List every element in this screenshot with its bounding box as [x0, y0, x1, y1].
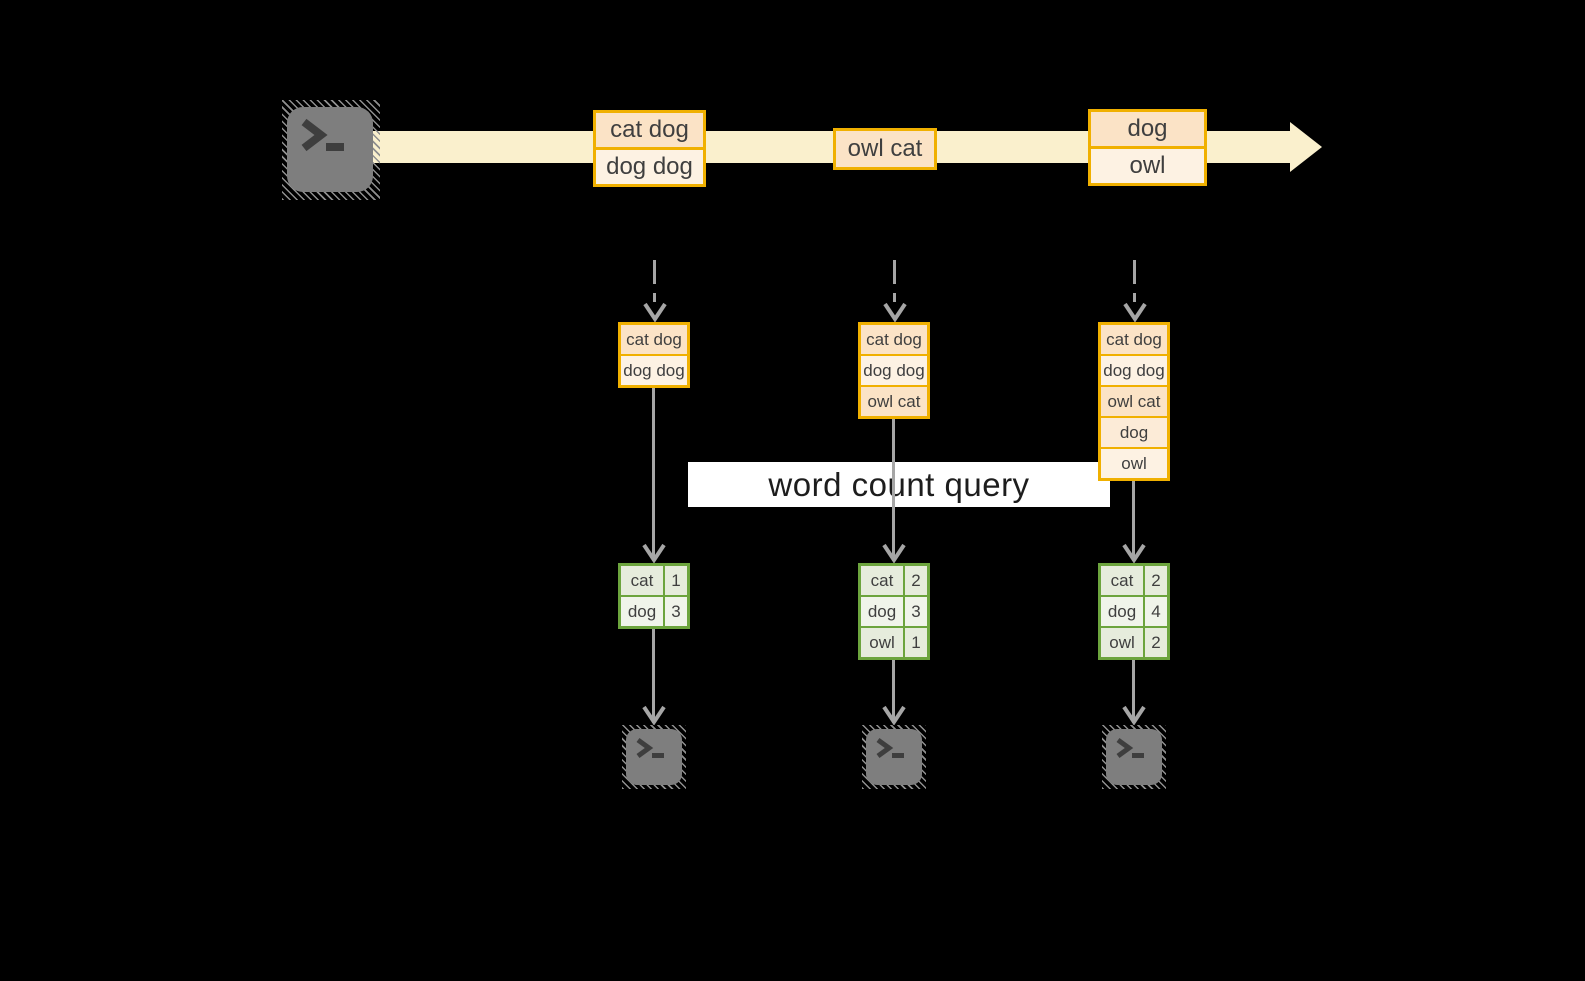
flow-arrow — [652, 629, 655, 723]
buffer-row: owl cat — [1101, 387, 1167, 416]
flow-arrow — [652, 388, 655, 561]
output-terminal-icon — [1102, 725, 1166, 789]
count-table: cat 2 dog 4 owl 2 — [1098, 563, 1170, 660]
ingest-arrow-head-icon — [643, 302, 667, 322]
stream-message: dog owl — [1088, 109, 1207, 186]
buffer-row: cat dog — [621, 325, 687, 354]
count-word-cell: cat — [1101, 566, 1143, 595]
count-table: cat 1 dog 3 — [618, 563, 690, 629]
flow-arrow — [1132, 481, 1135, 561]
count-word-cell: owl — [861, 628, 903, 657]
buffer-row: cat dog — [1101, 325, 1167, 354]
count-value-cell: 3 — [905, 597, 927, 626]
buffer-row: dog dog — [861, 356, 927, 385]
stream-message-row: owl — [1091, 149, 1204, 183]
terminal-prompt-icon — [636, 737, 664, 759]
query-label-text: word count query — [768, 465, 1030, 503]
flow-arrow-head-icon — [882, 543, 906, 563]
terminal-prompt-icon — [301, 118, 344, 152]
stream-message-row: cat dog — [596, 113, 703, 147]
buffer-row: dog — [1101, 418, 1167, 447]
terminal-prompt-icon — [876, 737, 904, 759]
count-word-cell: dog — [1101, 597, 1143, 626]
count-word-cell: dog — [861, 597, 903, 626]
stream-message: cat dog dog dog — [593, 110, 706, 187]
stream-message-row: dog — [1091, 112, 1204, 146]
terminal-window — [287, 107, 373, 192]
flow-arrow-head-icon — [1122, 705, 1146, 725]
count-value-cell: 2 — [905, 566, 927, 595]
buffer-row: dog dog — [1101, 356, 1167, 385]
output-terminal-icon — [622, 725, 686, 789]
flow-arrow — [892, 660, 895, 723]
count-word-cell: owl — [1101, 628, 1143, 657]
count-value-cell: 3 — [665, 597, 687, 626]
flow-arrow — [892, 419, 895, 561]
ingest-arrow — [893, 260, 896, 302]
count-value-cell: 1 — [665, 566, 687, 595]
flow-arrow-head-icon — [882, 705, 906, 725]
count-value-cell: 4 — [1145, 597, 1167, 626]
ingest-arrow-head-icon — [883, 302, 907, 322]
count-word-cell: cat — [861, 566, 903, 595]
buffer-row: owl cat — [861, 387, 927, 416]
ingest-arrow — [653, 260, 656, 302]
count-value-cell: 2 — [1145, 566, 1167, 595]
query-label: word count query — [688, 462, 1110, 507]
stream-message-row: dog dog — [596, 150, 703, 184]
ingest-arrow — [1133, 260, 1136, 302]
buffer-stack: cat dog dog dog — [618, 322, 690, 388]
flow-arrow-head-icon — [642, 705, 666, 725]
count-table: cat 2 dog 3 owl 1 — [858, 563, 930, 660]
buffer-stack: cat dog dog dog owl cat — [858, 322, 930, 419]
flow-arrow-head-icon — [1122, 543, 1146, 563]
stream-message-row: owl cat — [836, 131, 934, 167]
terminal-window — [866, 729, 922, 785]
buffer-stack: cat dog dog dog owl cat dog owl — [1098, 322, 1170, 481]
terminal-window — [1106, 729, 1162, 785]
count-value-cell: 1 — [905, 628, 927, 657]
terminal-prompt-icon — [1116, 737, 1144, 759]
buffer-row: owl — [1101, 449, 1167, 478]
output-terminal-icon — [862, 725, 926, 789]
flow-arrow — [1132, 660, 1135, 723]
count-word-cell: dog — [621, 597, 663, 626]
buffer-row: dog dog — [621, 356, 687, 385]
flow-arrow-head-icon — [642, 543, 666, 563]
count-value-cell: 2 — [1145, 628, 1167, 657]
stream-message: owl cat — [833, 128, 937, 170]
stream-arrow-head-icon — [1290, 122, 1322, 172]
ingest-arrow-head-icon — [1123, 302, 1147, 322]
buffer-row: cat dog — [861, 325, 927, 354]
count-word-cell: cat — [621, 566, 663, 595]
terminal-window — [626, 729, 682, 785]
source-terminal-icon — [282, 100, 380, 200]
